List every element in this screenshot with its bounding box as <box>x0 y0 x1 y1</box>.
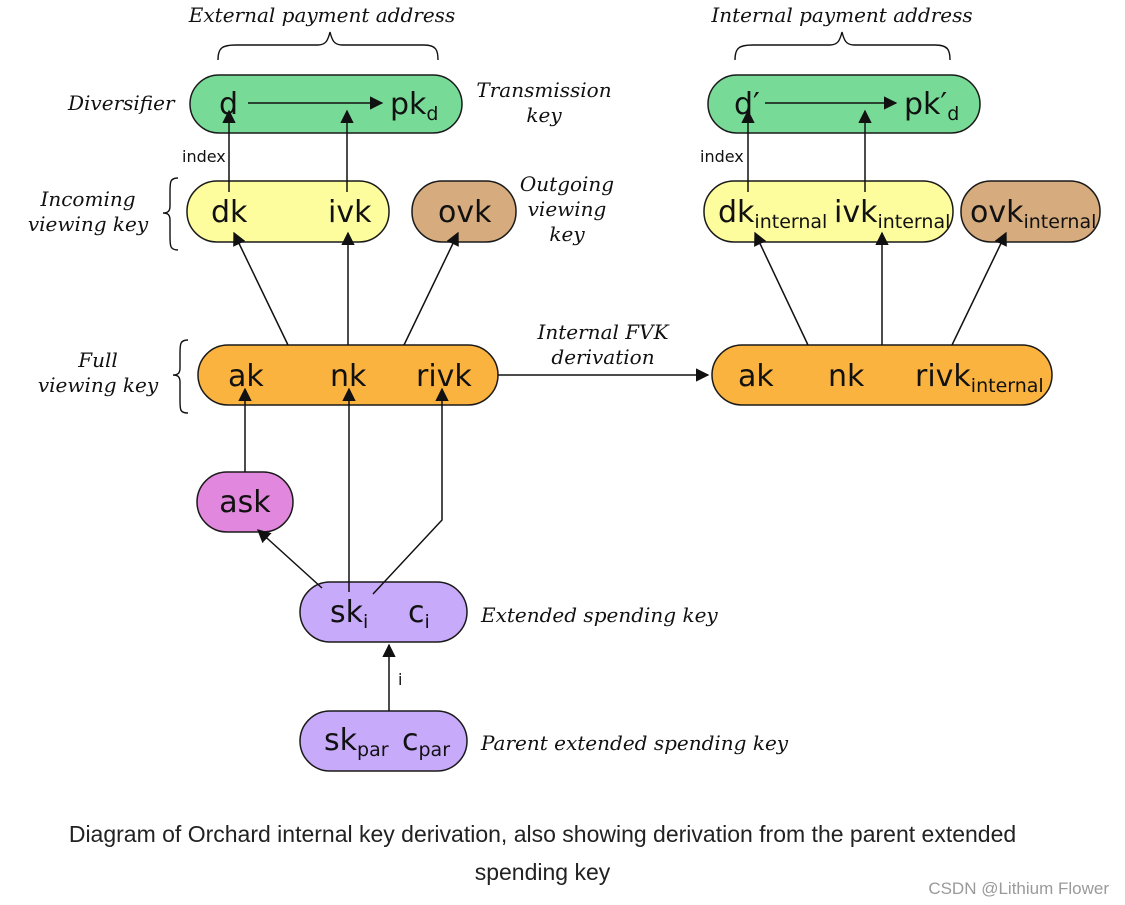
key-ak-internal: ak <box>738 359 774 394</box>
transmission-key-label-2: key <box>526 103 562 127</box>
key-rivk: rivk <box>416 359 472 394</box>
incoming-viewing-key-brace <box>162 177 179 251</box>
watermark: CSDN @Lithium Flower <box>928 879 1109 898</box>
key-sk-i: ski <box>330 595 368 633</box>
key-pkd: pkd <box>390 87 438 125</box>
key-dk-internal: dkinternal <box>718 195 827 233</box>
internal-payment-address-box <box>707 74 981 134</box>
key-ivk-internal: ivkinternal <box>834 195 950 233</box>
transmission-key-label-1: Transmission <box>476 78 611 102</box>
outgoing-viewing-key-label-2: viewing <box>528 197 607 221</box>
full-viewing-key-label-1: Full <box>77 348 118 372</box>
full-viewing-key-brace <box>172 339 189 414</box>
key-ak: ak <box>228 359 264 394</box>
external-payment-address-box <box>189 74 463 134</box>
key-ivk: ivk <box>328 195 372 230</box>
internal-fvk-label-1: Internal FVK <box>536 320 669 344</box>
parent-extended-spending-key-box <box>299 710 468 772</box>
key-nk: nk <box>330 359 367 394</box>
key-c-i: ci <box>408 595 430 633</box>
internal-address-brace <box>734 31 951 61</box>
key-pkd-prime: pk′d <box>904 87 959 125</box>
external-address-brace <box>217 31 439 61</box>
arrow-sk-to-rivk <box>372 387 449 595</box>
arrow-fvkint-to-ovkint <box>951 231 1007 346</box>
incoming-viewing-key-label-2: viewing key <box>28 212 149 236</box>
extended-spending-key-label: Extended spending key <box>480 603 718 627</box>
key-d-prime: d′ <box>734 87 760 122</box>
key-sk-par: skpar <box>324 723 389 761</box>
caption-line-2: spending key <box>474 859 611 885</box>
key-c-par: cpar <box>402 723 450 761</box>
arrow-fvk-to-dk <box>233 231 289 346</box>
outgoing-viewing-key-label-1: Outgoing <box>520 172 614 196</box>
diversifier-label: Diversifier <box>67 91 176 115</box>
key-ovk-internal: ovkinternal <box>970 195 1096 233</box>
index-label-left: index <box>182 147 226 166</box>
caption-line-1: Diagram of Orchard internal key derivati… <box>68 821 1017 847</box>
key-ovk: ovk <box>438 195 492 230</box>
key-ask: ask <box>219 485 271 520</box>
external-payment-address-label: External payment address <box>188 3 455 27</box>
arrow-fvk-to-ovk <box>403 231 459 346</box>
internal-fvk-label-2: derivation <box>551 345 654 369</box>
arrow-sk-to-ask <box>256 529 323 589</box>
index-label-right: index <box>700 147 744 166</box>
figure-caption: Diagram of Orchard internal key derivati… <box>0 815 1085 891</box>
internal-outgoing-viewing-key-box <box>960 180 1101 243</box>
internal-incoming-viewing-key-box <box>703 180 954 243</box>
full-viewing-key-label-2: viewing key <box>38 373 159 397</box>
parent-extended-spending-key-label: Parent extended spending key <box>480 731 789 755</box>
outgoing-viewing-key-label-3: key <box>549 222 585 246</box>
outgoing-viewing-key-box <box>411 180 517 243</box>
incoming-viewing-key-label-1: Incoming <box>39 187 135 211</box>
key-nk-internal: nk <box>828 359 865 394</box>
internal-payment-address-label: Internal payment address <box>710 3 972 27</box>
key-rivk-internal: rivkinternal <box>915 359 1044 397</box>
arrow-fvkint-to-dkint <box>754 231 809 346</box>
child-index-label: i <box>398 670 402 689</box>
incoming-viewing-key-box <box>186 180 390 243</box>
extended-spending-key-box <box>299 581 468 643</box>
key-dk: dk <box>211 195 248 230</box>
